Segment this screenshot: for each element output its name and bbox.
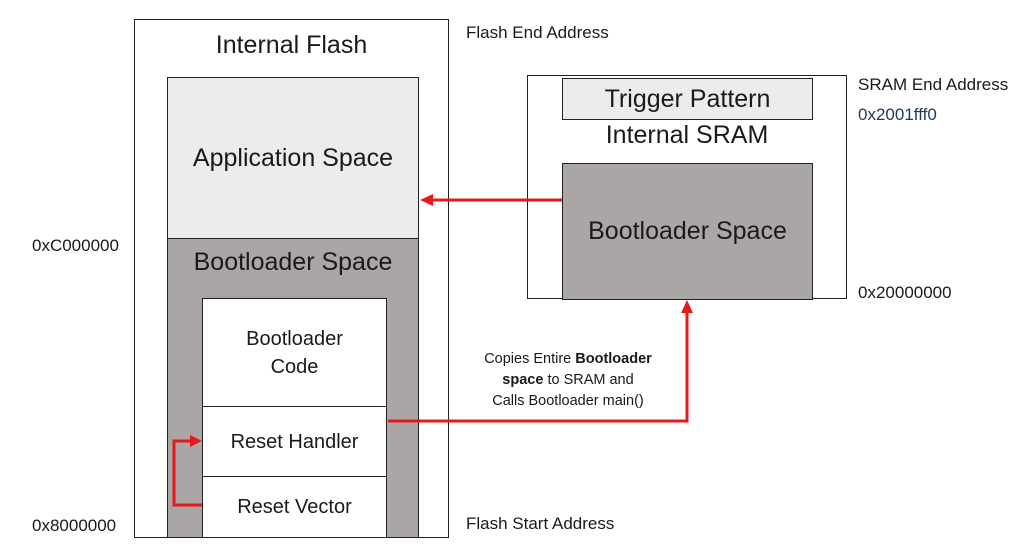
flash-bootloader-space-label: Bootloader Space xyxy=(193,247,393,276)
flash-start-address: 0x8000000 xyxy=(32,516,117,535)
sram-start-address: 0x20000000 xyxy=(858,283,952,302)
flash-end-address-label: Flash End Address xyxy=(466,23,609,42)
bootloader-code-line1: Bootloader xyxy=(246,327,343,350)
application-space-block: Application Space xyxy=(167,77,419,240)
flash-start-address-label: Flash Start Address xyxy=(466,514,615,533)
sram-end-address-label: SRAM End Address xyxy=(858,75,1009,94)
reset-vector-block: Reset Vector xyxy=(202,476,387,538)
copy-to-sram-arrow xyxy=(388,300,693,423)
copy-annotation: Copies Entire Bootloader space to SRAM a… xyxy=(462,349,674,412)
copy-annotation-line2: space to SRAM and xyxy=(502,372,634,388)
copy-annotation-line3: Calls Bootloader main() xyxy=(492,393,644,409)
flash-mid-address: 0xC000000 xyxy=(32,236,119,255)
reset-vector-to-handler-arrow xyxy=(172,435,202,507)
internal-sram-title: Internal SRAM xyxy=(605,120,769,149)
sram-end-address: 0x2001fff0 xyxy=(858,105,937,124)
sram-bootloader-space-block: Bootloader Space xyxy=(562,163,813,300)
bootloader-code-line2: Code xyxy=(270,355,319,378)
trigger-pattern-block: Trigger Pattern xyxy=(562,78,813,120)
copy-annotation-line1: Copies Entire Bootloader xyxy=(484,351,652,367)
internal-flash-title: Internal Flash xyxy=(215,30,368,59)
jump-to-application-arrow xyxy=(420,194,562,206)
